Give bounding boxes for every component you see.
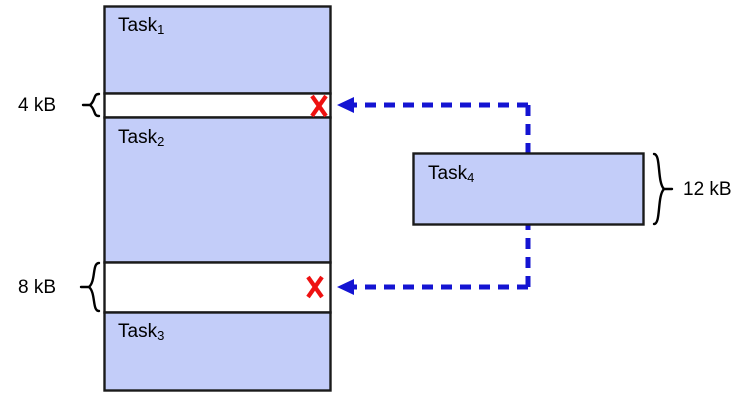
gap-size-label-4kb: 4 kB (18, 95, 57, 116)
memory-block-task1-label: Task1 (118, 15, 165, 37)
arrow-to-gap1-head (337, 97, 354, 113)
task4-label: Task4 (428, 163, 475, 185)
task4-size-label: 12 kB (683, 179, 732, 200)
memory-gap-8kb[interactable] (103, 261, 332, 314)
memory-gap-4kb[interactable] (103, 92, 332, 119)
reject-mark-gap1 (310, 94, 328, 118)
memory-block-task3-label: Task3 (118, 321, 165, 343)
brace-4kb (81, 92, 101, 118)
reject-mark-gap2 (306, 275, 324, 299)
memory-block-task1[interactable] (103, 5, 332, 95)
memory-block-task3[interactable] (103, 311, 332, 392)
memory-block-task2-label: Task2 (118, 127, 165, 149)
memory-column (103, 5, 332, 392)
brace-12kb (652, 152, 674, 226)
gap-size-label-8kb: 8 kB (18, 277, 57, 298)
arrow-to-gap2-head (337, 279, 354, 295)
arrow-connector-group (348, 102, 531, 290)
memory-block-task2[interactable] (103, 116, 332, 264)
brace-8kb (79, 261, 101, 313)
task4-box[interactable] (412, 152, 645, 226)
